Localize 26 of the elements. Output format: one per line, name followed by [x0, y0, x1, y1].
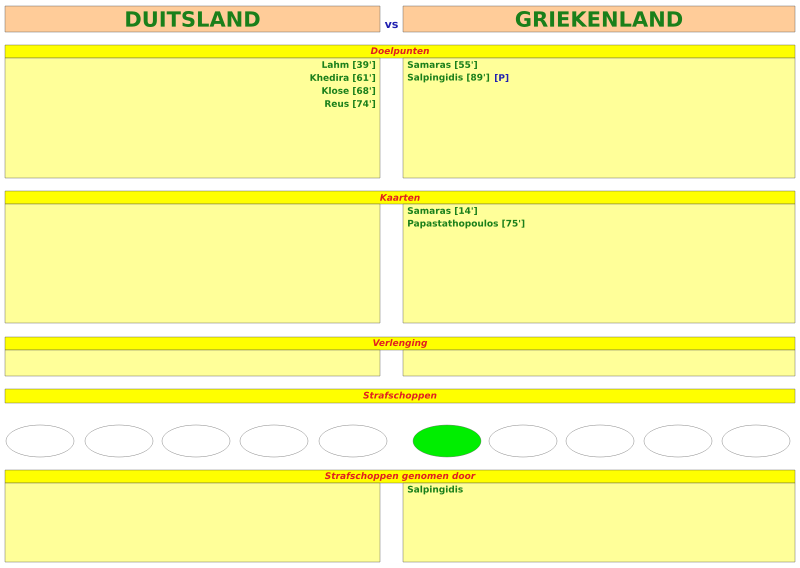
team-name-box: DUITSLAND — [4, 6, 380, 32]
result-panel — [4, 204, 380, 324]
result-panel — [4, 350, 380, 376]
vs-label: vs — [384, 22, 398, 28]
section-header: Doelpunten — [4, 44, 796, 58]
result-panel — [4, 482, 380, 562]
penalty-oval — [318, 424, 388, 458]
result-panel: Samaras [55'] Salpingidis [89'] [P] — [402, 58, 796, 178]
result-panel: Lahm [39'] Khedira [61'] Klose [68'] Reus [74'] — [4, 58, 380, 178]
penalty-oval — [84, 424, 154, 458]
section-header: Strafschoppen genomen door — [4, 470, 796, 484]
penalty-oval — [162, 424, 230, 458]
section-header: Strafschoppen — [4, 388, 796, 404]
section-header: Kaarten — [4, 190, 796, 204]
section-header: Verlenging — [4, 336, 796, 350]
result-panel — [402, 350, 796, 376]
penalty-oval — [722, 424, 790, 458]
penalty-oval — [6, 424, 74, 458]
penalty-oval — [644, 424, 712, 458]
penalty-oval — [240, 424, 308, 458]
result-panel: Samaras [14'] Papastathopoulos [75'] — [402, 204, 796, 324]
penalty-oval — [412, 424, 482, 458]
penalty-oval — [488, 424, 558, 458]
penalty-oval — [566, 424, 634, 458]
team-name-box: GRIEKENLAND — [402, 6, 796, 32]
result-panel: Salpingidis — [402, 482, 796, 562]
